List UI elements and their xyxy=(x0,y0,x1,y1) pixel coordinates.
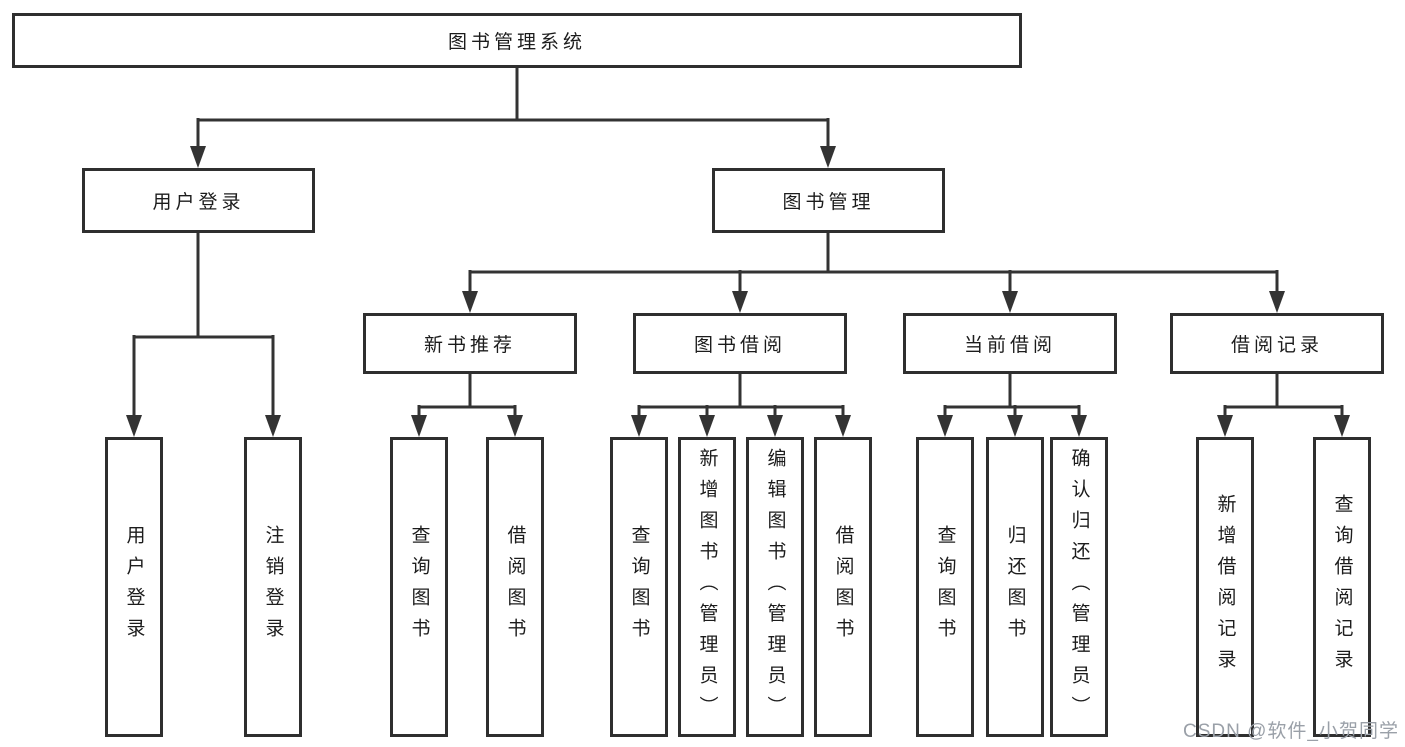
node-label: 新书推荐 xyxy=(423,335,516,356)
node-new-book-recommend: 新书推荐 xyxy=(363,313,577,374)
leaf-add-book-admin: 新增图书（管理员） xyxy=(678,437,736,737)
csdn-watermark: CSDN @软件_小贺同学 xyxy=(1183,721,1399,742)
node-label: 查询借阅记录 xyxy=(1331,494,1353,680)
node-label: 用户登录 xyxy=(123,525,145,649)
node-book-borrow: 图书借阅 xyxy=(633,313,847,374)
leaf-query-borrow-record: 查询借阅记录 xyxy=(1313,437,1371,737)
leaf-edit-book-admin: 编辑图书（管理员） xyxy=(746,437,804,737)
node-label: 当前借阅 xyxy=(963,335,1056,356)
node-label: 查询图书 xyxy=(408,525,430,649)
node-borrow-records: 借阅记录 xyxy=(1170,313,1384,374)
leaf-return-book: 归还图书 xyxy=(986,437,1044,737)
leaf-query-books-recommend: 查询图书 xyxy=(390,437,448,737)
node-label: 注销登录 xyxy=(262,525,284,649)
node-label: 新增图书（管理员） xyxy=(696,447,718,727)
node-label: 确认归还（管理员） xyxy=(1068,447,1090,727)
leaf-logout: 注销登录 xyxy=(244,437,302,737)
node-label: 图书管理系统 xyxy=(447,32,586,53)
node-label: 新增借阅记录 xyxy=(1214,494,1236,680)
node-label: 查询图书 xyxy=(628,525,650,649)
node-label: 图书借阅 xyxy=(693,335,786,356)
node-book-management: 图书管理 xyxy=(712,168,945,233)
node-label: 查询图书 xyxy=(934,525,956,649)
leaf-borrow-books-recommend: 借阅图书 xyxy=(486,437,544,737)
node-label: 借阅记录 xyxy=(1230,335,1323,356)
leaf-confirm-return-admin: 确认归还（管理员） xyxy=(1050,437,1108,737)
node-label: 归还图书 xyxy=(1004,525,1026,649)
leaf-add-borrow-record: 新增借阅记录 xyxy=(1196,437,1254,737)
node-label: 用户登录 xyxy=(152,192,245,213)
node-label: 编辑图书（管理员） xyxy=(764,447,786,727)
leaf-query-books-current: 查询图书 xyxy=(916,437,974,737)
leaf-borrow-books: 借阅图书 xyxy=(814,437,872,737)
node-library-management-system: 图书管理系统 xyxy=(12,13,1022,68)
node-user-login: 用户登录 xyxy=(82,168,315,233)
node-current-borrow: 当前借阅 xyxy=(903,313,1117,374)
node-label: 图书管理 xyxy=(782,192,875,213)
leaf-user-login: 用户登录 xyxy=(105,437,163,737)
node-label: 借阅图书 xyxy=(832,525,854,649)
arrowhead-icons xyxy=(126,146,1350,437)
node-label: 借阅图书 xyxy=(504,525,526,649)
leaf-query-books-borrow: 查询图书 xyxy=(610,437,668,737)
